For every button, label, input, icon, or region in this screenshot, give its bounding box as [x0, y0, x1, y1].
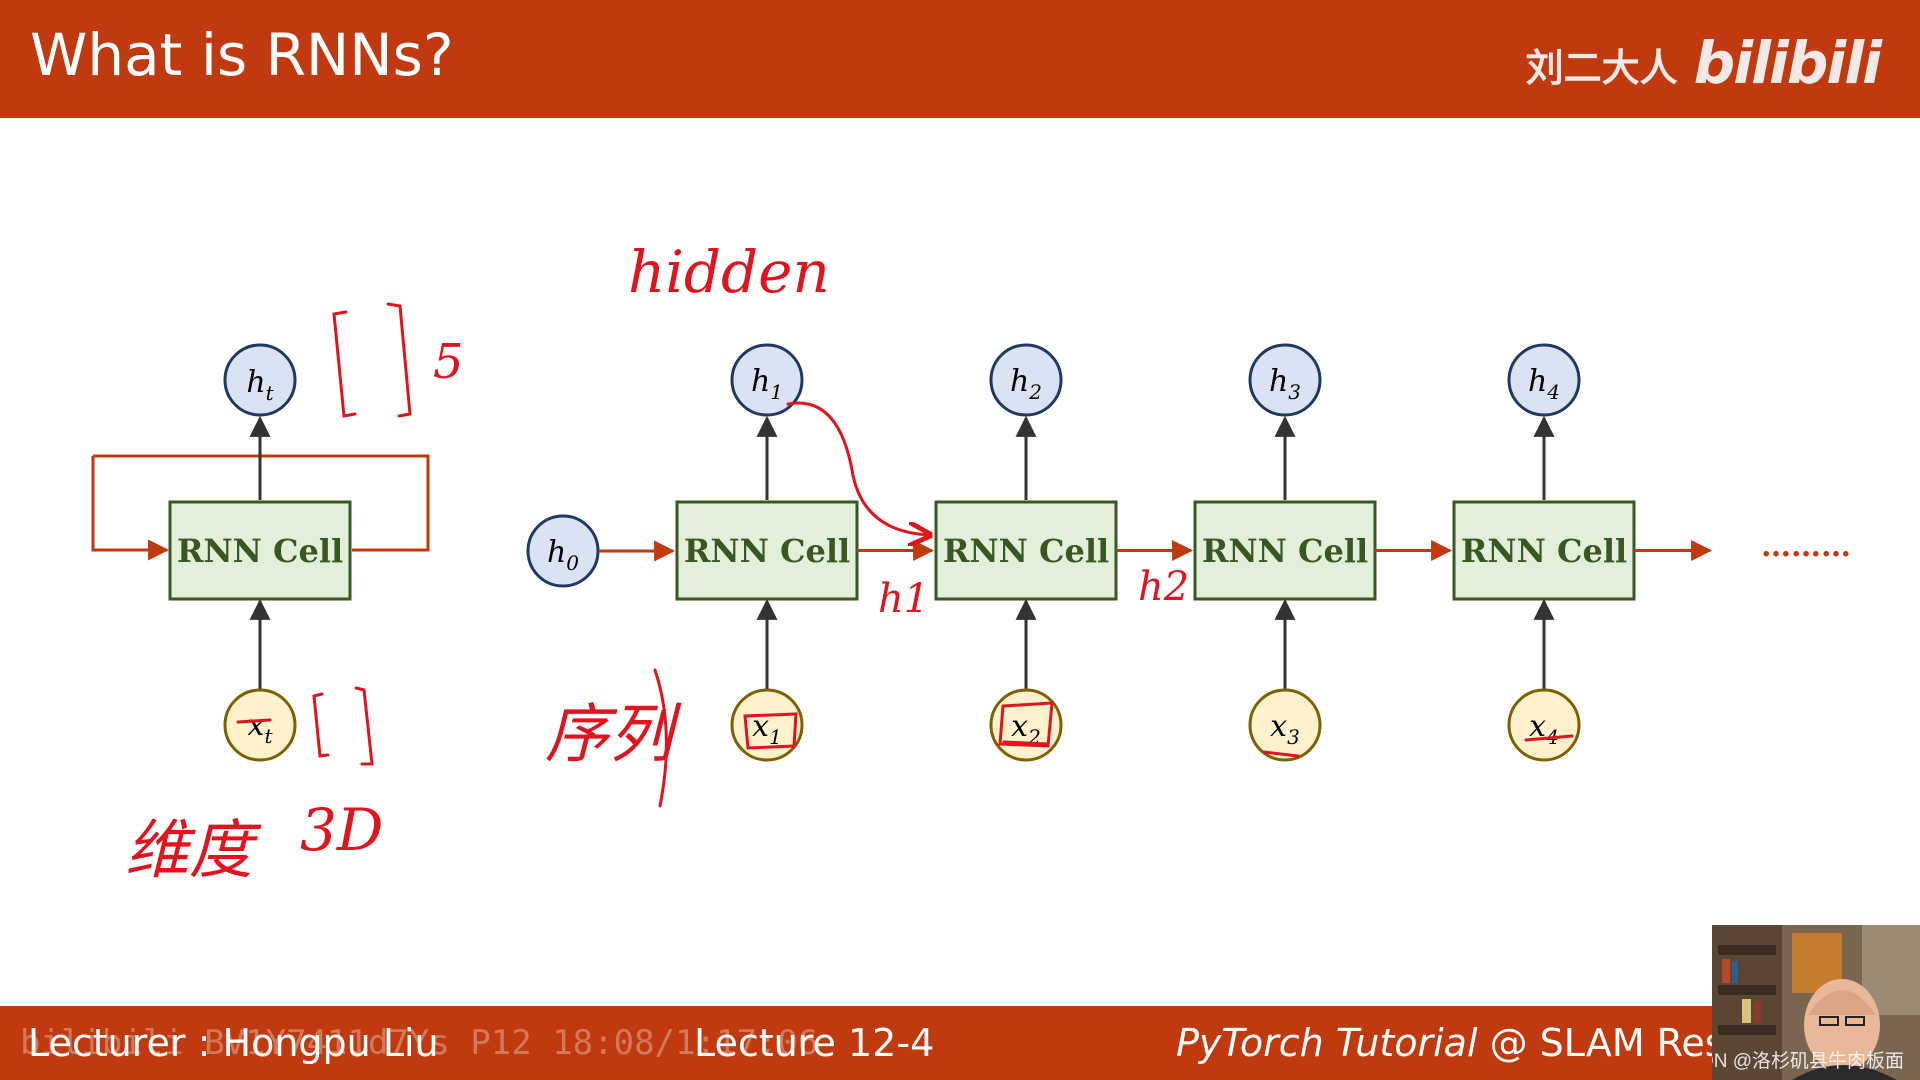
hidden-node-h3-label: h3 — [1269, 364, 1301, 404]
bracket-open-output — [332, 310, 357, 418]
hidden-node-h1-label: h1 — [751, 364, 783, 404]
hidden-node-ht — [223, 343, 297, 417]
rnn-cell-1 — [675, 500, 859, 601]
hidden-node-h2 — [989, 343, 1063, 417]
rnn-cell-4-label: RNN Cell — [1461, 532, 1627, 570]
course-title: PyTorch Tutorial — [1176, 1021, 1478, 1065]
three-d-note: 3D — [300, 796, 383, 864]
rnn-cell-3-label: RNN Cell — [1202, 532, 1368, 570]
x2-underline — [1002, 740, 1050, 746]
hidden-note: hidden — [628, 238, 830, 306]
hidden-node-ht-label: ht — [246, 365, 274, 405]
rnn-cell-4 — [1452, 500, 1636, 601]
brand-author: 刘二大人 — [1525, 48, 1678, 90]
course-label: PyTorch Tutorial @ SLAM Resea — [1176, 1018, 1771, 1068]
bilibili-logo: bilibili — [1693, 29, 1882, 97]
webcam-overlay: CSDN @洛杉矶县牛肉板面 — [1712, 925, 1920, 1080]
input-node-x1 — [730, 688, 804, 762]
h1-note: h1 — [878, 576, 929, 622]
x1-box — [743, 712, 798, 750]
input-node-x4 — [1507, 688, 1581, 762]
input-node-x1-label: x1 — [752, 709, 782, 749]
input-node-xt-label: xt — [248, 708, 274, 748]
x3-underline — [1262, 750, 1300, 758]
slide-title: What is RNNs? — [30, 21, 454, 89]
hidden-node-h3 — [1248, 343, 1322, 417]
xt-underline — [236, 718, 272, 724]
handwritten-text: hidden 5 3D h1 h2 序列 维度 — [125, 238, 1189, 888]
hidden-node-h4 — [1507, 343, 1581, 417]
hidden-node-h0-label: h0 — [547, 535, 579, 575]
input-node-x3 — [1248, 688, 1322, 762]
bracket-close-input — [354, 686, 374, 766]
dimension-note: 维度 — [125, 814, 262, 888]
handwritten-annotations — [236, 302, 1574, 808]
rnn-cell-2-label: RNN Cell — [943, 532, 1109, 570]
recurrent-loop-left — [91, 456, 170, 561]
webcam-picture — [1712, 925, 1920, 1080]
rnn-cell-folded — [168, 500, 352, 601]
hidden-node-h1 — [730, 343, 804, 417]
hidden-node-h0 — [526, 514, 600, 588]
five-note: 5 — [433, 334, 464, 390]
lecturer-label: Lecturer : Hongpu Liu — [28, 1021, 439, 1065]
input-node-xt — [223, 688, 297, 762]
ellipsis: ……… — [1761, 529, 1851, 564]
rnn-cell-label: RNN Cell — [177, 532, 343, 570]
video-watermark: bilibili BV1Y7411d7Ys P12 18:08/1:17:06 — [20, 1023, 819, 1063]
csdn-watermark: CSDN @洛杉矶县牛肉板面 — [1712, 1051, 1904, 1072]
h1-to-cell-arrow — [786, 401, 930, 535]
brand: 刘二大人 bilibili — [1525, 29, 1882, 97]
h2-note: h2 — [1138, 564, 1189, 610]
hidden-node-h4-label: h4 — [1528, 364, 1560, 404]
x2-box — [998, 701, 1054, 748]
bracket-open-input — [312, 692, 330, 758]
bracket-close-output — [386, 302, 412, 418]
footer-bar: bilibili BV1Y7411d7Ys P12 18:08/1:17:06 … — [0, 1006, 1920, 1080]
sequence-stroke — [653, 668, 668, 808]
title-bar: What is RNNs? 刘二大人 bilibili — [0, 0, 1920, 118]
lecture-number: Lecture 12-4 — [694, 1021, 935, 1065]
rnn-cell-1-label: RNN Cell — [684, 532, 850, 570]
hidden-node-h2-label: h2 — [1010, 364, 1042, 404]
input-node-x3-label: x3 — [1270, 709, 1300, 749]
rnn-cell-3 — [1193, 500, 1377, 601]
sequence-note: 序列 — [545, 698, 682, 772]
x4-underline — [1524, 734, 1574, 742]
folded-rnn: RNN Cell ht xt — [91, 343, 430, 762]
rnn-cell-2 — [934, 500, 1118, 601]
